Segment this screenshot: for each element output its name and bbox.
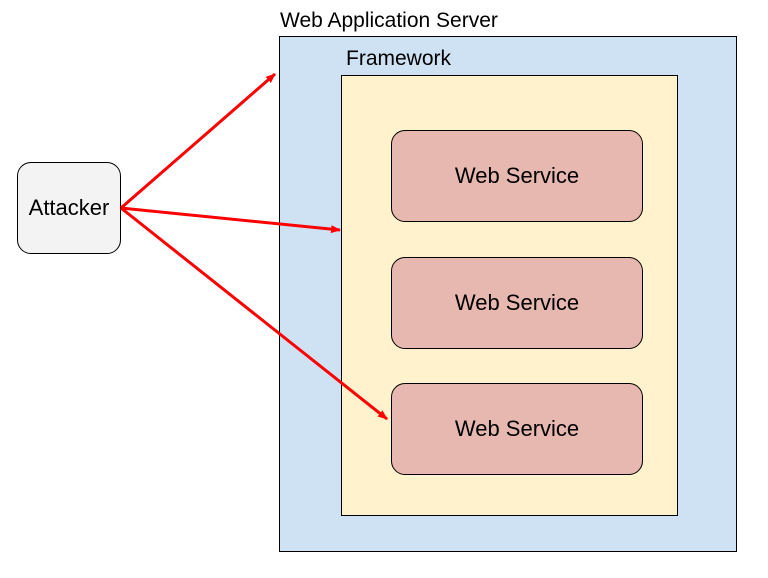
attacker-box: Attacker [17, 162, 121, 254]
web-service-box-3: Web Service [391, 383, 643, 475]
web-service-label-1: Web Service [454, 163, 580, 188]
web-service-label-3: Web Service [454, 416, 580, 441]
web-service-box-1: Web Service [391, 130, 643, 222]
framework-title: Framework [346, 47, 452, 70]
web-application-server-title: Web Application Server [280, 9, 498, 32]
attacker-label: Attacker [28, 195, 110, 220]
arrow-to-server [120, 72, 276, 210]
web-service-box-2: Web Service [391, 257, 643, 349]
web-service-label-2: Web Service [454, 290, 580, 315]
